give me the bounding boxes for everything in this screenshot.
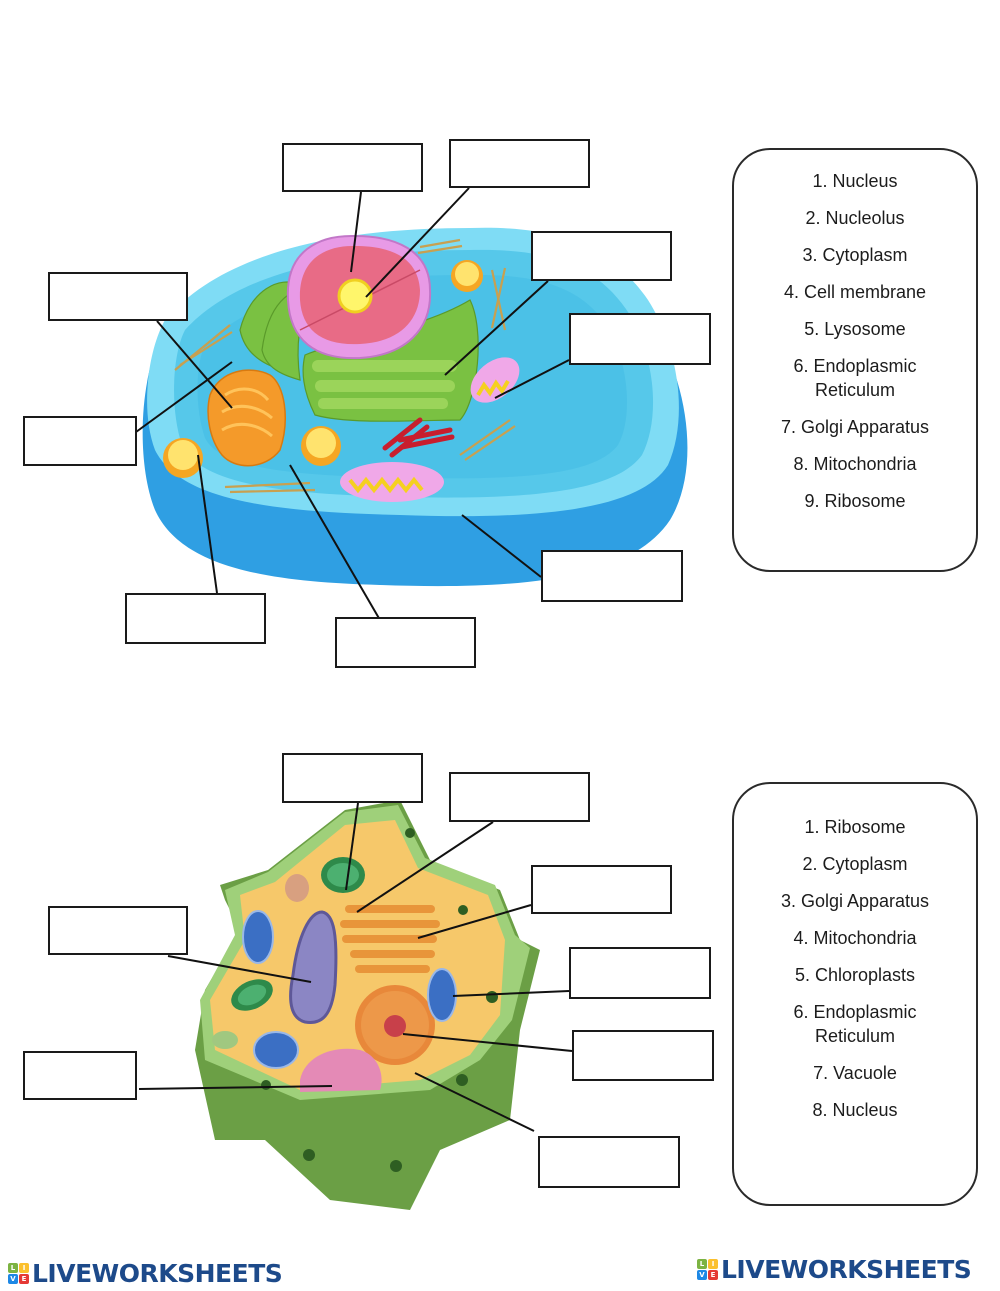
answer-input[interactable] xyxy=(50,908,186,953)
word-bank-item: 3. Cytoplasm xyxy=(802,245,908,265)
answer-input[interactable] xyxy=(284,145,421,190)
answer-input[interactable] xyxy=(540,1138,678,1186)
plant-label-box-4[interactable] xyxy=(569,947,711,999)
plant-word-bank: 1. Ribosome 2. Cytoplasm 3. Golgi Appara… xyxy=(732,782,978,1206)
animal-label-box-7[interactable] xyxy=(125,593,266,644)
word-bank-item: 8. Nucleus xyxy=(812,1100,898,1120)
word-bank-item: 8. Mitochondria xyxy=(793,454,917,474)
logo-tile: L xyxy=(8,1263,18,1273)
brand-name: LIVEWORKSHEETS xyxy=(32,1259,283,1288)
liveworksheets-logo-right: L I V E LIVEWORKSHEETS xyxy=(697,1255,972,1284)
animal-label-box-6[interactable] xyxy=(23,416,137,466)
word-bank-item: 5. Lysosome xyxy=(804,319,906,339)
answer-input[interactable] xyxy=(571,315,709,363)
plant-label-box-8[interactable] xyxy=(23,1051,137,1100)
word-bank-item: 4. Cell membrane xyxy=(783,282,927,302)
word-bank-item: 3. Golgi Apparatus xyxy=(780,891,930,911)
answer-input[interactable] xyxy=(571,949,709,997)
word-bank-item: Reticulum xyxy=(814,1026,896,1046)
logo-tiles-icon: L I V E xyxy=(697,1259,718,1280)
logo-tile: I xyxy=(19,1263,29,1273)
word-bank-item: 4. Mitochondria xyxy=(793,928,917,948)
animal-label-box-4[interactable] xyxy=(569,313,711,365)
word-bank-item: 6. Endoplasmic xyxy=(793,356,917,376)
animal-label-box-1[interactable] xyxy=(282,143,423,192)
plant-label-box-3[interactable] xyxy=(531,865,672,914)
answer-input[interactable] xyxy=(127,595,264,642)
word-bank-item: 2. Nucleolus xyxy=(805,208,905,228)
answer-input[interactable] xyxy=(574,1032,712,1079)
word-bank-item: 1. Ribosome xyxy=(804,817,906,837)
plant-label-box-6[interactable] xyxy=(538,1136,680,1188)
answer-input[interactable] xyxy=(50,274,186,319)
logo-tile: V xyxy=(697,1270,707,1280)
animal-label-box-9[interactable] xyxy=(541,550,683,602)
plant-cell-illustration xyxy=(138,800,573,1210)
answer-input[interactable] xyxy=(25,1053,135,1098)
animal-word-bank: 1. Nucleus 2. Nucleolus 3. Cytoplasm 4. … xyxy=(732,148,978,572)
answer-input[interactable] xyxy=(337,619,474,666)
animal-label-box-3[interactable] xyxy=(531,231,672,281)
plant-label-box-5[interactable] xyxy=(572,1030,714,1081)
word-bank-item: 5. Chloroplasts xyxy=(794,965,916,985)
plant-label-box-2[interactable] xyxy=(449,772,590,822)
animal-label-box-2[interactable] xyxy=(449,139,590,188)
answer-input[interactable] xyxy=(543,552,681,600)
logo-tiles-icon: L I V E xyxy=(8,1263,29,1284)
logo-tile: V xyxy=(8,1274,18,1284)
plant-word-list: 1. Ribosome 2. Cytoplasm 3. Golgi Appara… xyxy=(734,816,976,1121)
animal-word-list: 1. Nucleus 2. Nucleolus 3. Cytoplasm 4. … xyxy=(734,170,976,512)
answer-input[interactable] xyxy=(284,755,421,801)
logo-tile: I xyxy=(708,1259,718,1269)
animal-cell-illustration xyxy=(135,187,688,621)
answer-input[interactable] xyxy=(25,418,135,464)
logo-tile: E xyxy=(708,1270,718,1280)
liveworksheets-logo-left: L I V E LIVEWORKSHEETS xyxy=(8,1259,283,1288)
word-bank-item: 7. Vacuole xyxy=(813,1063,897,1083)
animal-label-box-8[interactable] xyxy=(335,617,476,668)
answer-input[interactable] xyxy=(451,774,588,820)
answer-input[interactable] xyxy=(533,867,670,912)
word-bank-item: 1. Nucleus xyxy=(812,171,898,191)
word-bank-item: 2. Cytoplasm xyxy=(802,854,908,874)
answer-input[interactable] xyxy=(451,141,588,186)
logo-tile: E xyxy=(19,1274,29,1284)
word-bank-item: Reticulum xyxy=(814,380,896,400)
logo-tile: L xyxy=(697,1259,707,1269)
plant-label-box-7[interactable] xyxy=(48,906,188,955)
brand-name: LIVEWORKSHEETS xyxy=(721,1255,972,1284)
plant-label-box-1[interactable] xyxy=(282,753,423,803)
word-bank-item: 7. Golgi Apparatus xyxy=(780,417,930,437)
animal-label-box-5[interactable] xyxy=(48,272,188,321)
word-bank-item: 9. Ribosome xyxy=(804,491,906,511)
word-bank-item: 6. Endoplasmic xyxy=(793,1002,917,1022)
answer-input[interactable] xyxy=(533,233,670,279)
